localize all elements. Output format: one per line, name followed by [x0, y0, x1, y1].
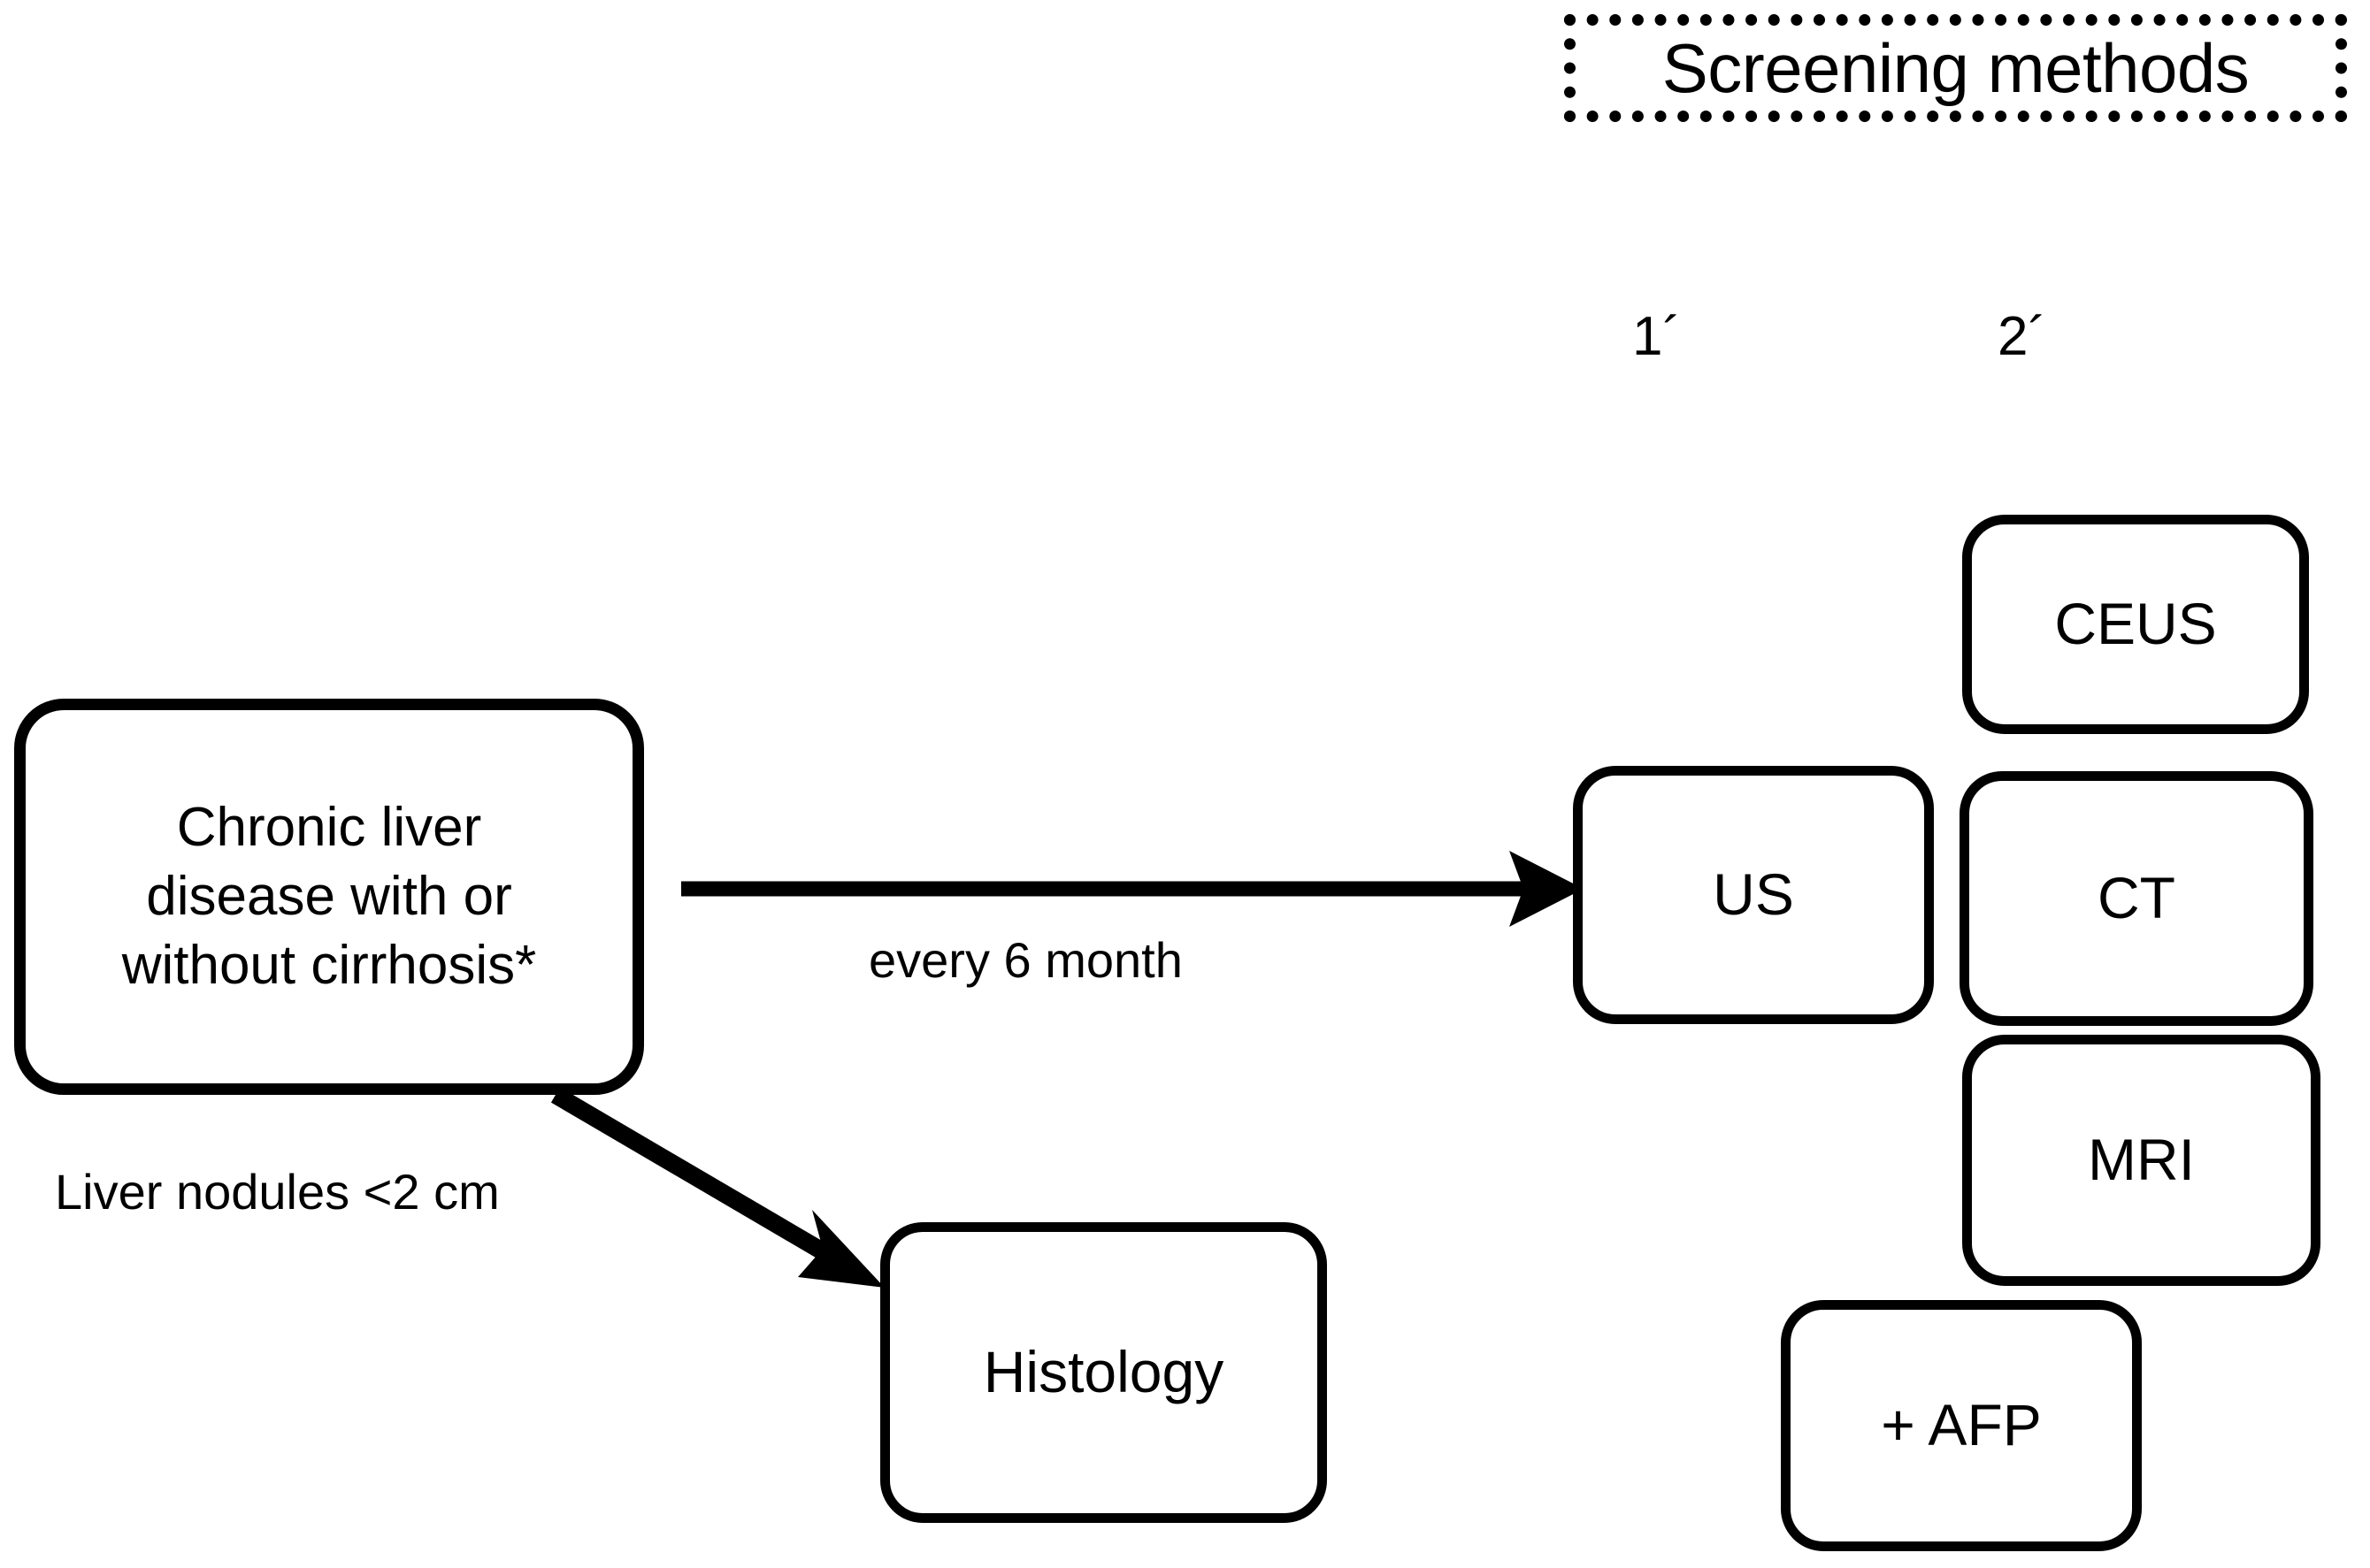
column-marker-secondary: 2´	[1998, 306, 2047, 367]
column-marker-primary: 1´	[1632, 306, 1682, 367]
node-chronic-liver-disease-label: Chronic liver disease with or without ci…	[121, 796, 537, 997]
node-mri-label: MRI	[2088, 1127, 2195, 1193]
node-chronic-liver-disease[interactable]: Chronic liver disease with or without ci…	[14, 699, 644, 1095]
node-ceus-label: CEUS	[2054, 591, 2217, 657]
node-afp[interactable]: + AFP	[1781, 1300, 2142, 1551]
node-us[interactable]: US	[1573, 766, 1934, 1024]
edge-label-every-6-month: every 6 month	[869, 932, 1183, 988]
screening-methods-header: Screening methods	[1564, 14, 2347, 122]
node-ceus[interactable]: CEUS	[1962, 515, 2309, 734]
node-afp-label: + AFP	[1881, 1392, 2042, 1458]
node-histology-label: Histology	[983, 1339, 1224, 1405]
node-histology[interactable]: Histology	[880, 1222, 1327, 1523]
node-ct-label: CT	[2098, 865, 2175, 931]
screening-methods-title: Screening methods	[1661, 29, 2250, 107]
edge-label-liver-nodules: Liver nodules <2 cm	[55, 1164, 500, 1220]
node-us-label: US	[1713, 861, 1794, 928]
arrow-to-us	[681, 851, 1584, 927]
arrow-to-histology	[550, 1087, 885, 1288]
node-ct[interactable]: CT	[1960, 771, 2313, 1026]
node-mri[interactable]: MRI	[1962, 1035, 2320, 1286]
